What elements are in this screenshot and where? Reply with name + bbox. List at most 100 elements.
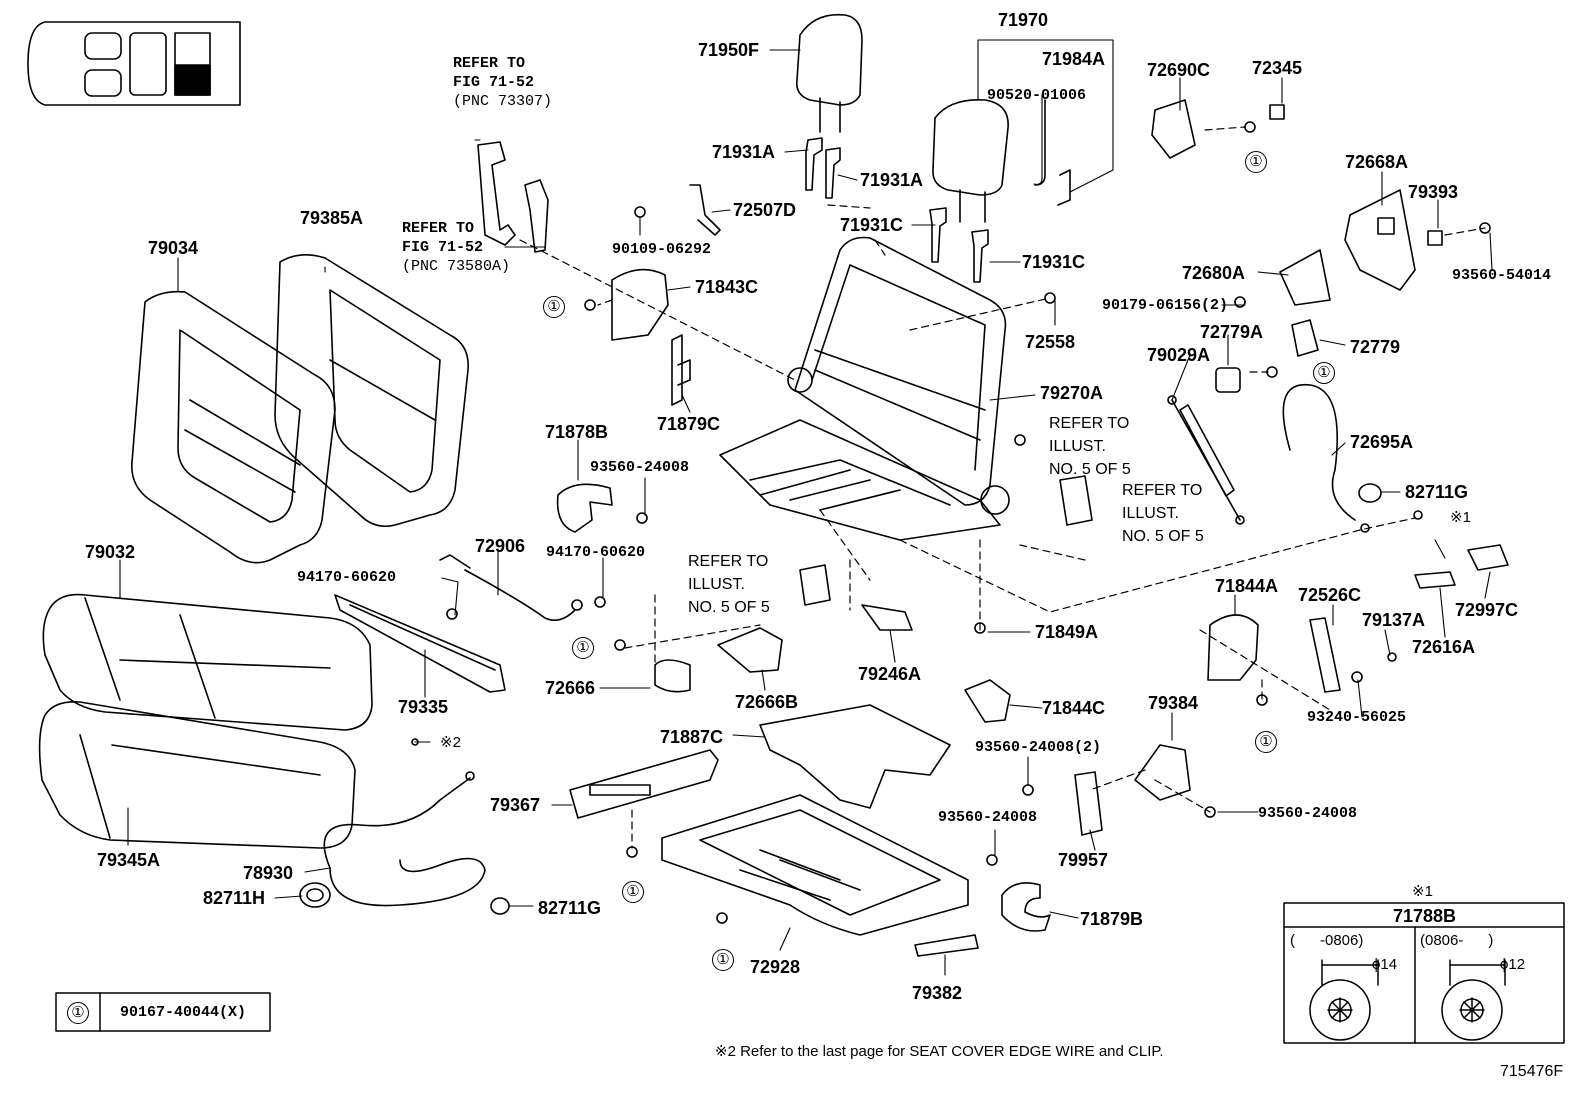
gas-spring-79029A xyxy=(1167,395,1245,525)
assembly-dash-lines xyxy=(519,126,1486,849)
refer-line-2: ILLUST. xyxy=(688,576,745,593)
label-71931C-left: 71931C xyxy=(840,215,904,235)
refer-line-3: (PNC 73580A) xyxy=(402,258,511,275)
label-72507D: 72507D xyxy=(733,200,797,220)
circle-one-marker: ① xyxy=(1245,150,1267,173)
bracket-72666B xyxy=(717,627,783,673)
label-93560-24008-right: 93560-24008 xyxy=(1258,805,1358,822)
refer-illust-5-of-5-left: REFER TO ILLUST. NO. 5 OF 5 xyxy=(688,550,770,619)
seat-back-pad xyxy=(274,254,469,528)
label-72906: 72906 xyxy=(475,536,526,556)
label-71931C-right: 71931C xyxy=(1022,252,1086,272)
seat-frame-assembly xyxy=(719,236,1010,541)
label-82711G-upper: 82711G xyxy=(1405,482,1469,502)
label-72666B: 72666B xyxy=(735,692,799,712)
seat-plate xyxy=(759,704,951,809)
circle-one-marker: ① xyxy=(1255,730,1277,753)
grommet-82711H xyxy=(299,882,331,908)
bracket-79384 xyxy=(1134,744,1191,801)
label-79246A: 79246A xyxy=(858,664,922,684)
label-79034: 79034 xyxy=(148,238,199,258)
label-71878B: 71878B xyxy=(545,422,609,442)
label-93560-24008-2: 93560-24008(2) xyxy=(975,739,1102,756)
detail-box-right-diameter: ϕ12 xyxy=(1500,956,1526,973)
refer-fig-71-52-pnc-73307: REFER TO FIG 71-52 (PNC 73307) xyxy=(453,54,552,111)
cable-78930 xyxy=(323,771,486,907)
label-79367: 79367 xyxy=(490,795,541,815)
bracket-72666 xyxy=(654,659,691,693)
label-72526C: 72526C xyxy=(1298,585,1362,605)
refer-line-1: REFER TO xyxy=(688,553,769,570)
note-marker-1: ※1 xyxy=(1450,509,1471,526)
rail-79335 xyxy=(334,594,506,693)
seat-location-icon xyxy=(27,21,241,106)
label-72345: 72345 xyxy=(1252,58,1303,78)
label-79957: 79957 xyxy=(1058,850,1109,870)
cover-71844A xyxy=(1207,614,1259,681)
label-72668A: 72668A xyxy=(1345,152,1409,172)
cover-79957 xyxy=(1074,771,1103,836)
circle-one-marker: ① xyxy=(543,295,565,318)
grommet-82711G-lower xyxy=(490,897,510,915)
label-79137A: 79137A xyxy=(1362,610,1426,630)
label-71950F: 71950F xyxy=(698,40,760,60)
label-71931A-left: 71931A xyxy=(712,142,776,162)
label-71879B: 71879B xyxy=(1080,909,1144,929)
label-79032: 79032 xyxy=(85,542,136,562)
detail-box-left-range: ( -0806) xyxy=(1290,932,1364,949)
label-79382: 79382 xyxy=(912,983,963,1003)
label-82711G-lower: 82711G xyxy=(538,898,602,918)
refer-line-1: REFER TO xyxy=(402,220,475,237)
label-72558: 72558 xyxy=(1025,332,1076,352)
refer-line-3: NO. 5 OF 5 xyxy=(1122,528,1204,545)
label-79385A: 79385A xyxy=(300,208,364,228)
label-71844C: 71844C xyxy=(1042,698,1106,718)
detail-box-frame xyxy=(1283,902,1565,1044)
detail-box-left-diameter: ϕ14 xyxy=(1372,956,1398,973)
refer-line-1: REFER TO xyxy=(1122,482,1203,499)
refer-line-3: NO. 5 OF 5 xyxy=(688,599,770,616)
circle-one-marker: ① xyxy=(622,880,644,903)
label-79270A: 79270A xyxy=(1040,383,1104,403)
label-93560-24008-upper: 93560-24008 xyxy=(590,459,690,476)
detail-box-right-range: (0806- ) xyxy=(1420,932,1494,949)
label-94170-60620-right: 94170-60620 xyxy=(546,544,646,561)
label-79029A: 79029A xyxy=(1147,345,1211,365)
seat-cushion-pad xyxy=(38,700,356,849)
cover-71844C xyxy=(964,679,1011,723)
button-72779 xyxy=(1291,319,1319,357)
refer-illust-5-of-5-mid: REFER TO ILLUST. NO. 5 OF 5 xyxy=(1049,412,1131,481)
rail-79382 xyxy=(914,934,979,957)
label-71970: 71970 xyxy=(998,10,1049,30)
circle-one-marker: ① xyxy=(712,948,734,971)
refer-line-1: REFER TO xyxy=(453,55,526,72)
button-72779A xyxy=(1215,367,1241,393)
footnote: ※2 Refer to the last page for SEAT COVER… xyxy=(715,1043,1164,1060)
label-71844A: 71844A xyxy=(1215,576,1279,596)
headrest-71950F xyxy=(795,13,863,133)
refer-line-2: FIG 71-52 xyxy=(453,74,535,91)
cover-71843C xyxy=(611,268,669,341)
shield-71879B xyxy=(1001,882,1051,932)
clip-72345 xyxy=(1269,104,1285,120)
label-78930: 78930 xyxy=(243,863,294,883)
legend-table xyxy=(55,992,271,1032)
refer-line-1: REFER TO xyxy=(1049,415,1130,432)
cable-72695A xyxy=(1282,383,1356,521)
headrest-71970 xyxy=(932,99,1009,223)
label-72616A: 72616A xyxy=(1412,637,1476,657)
refer-line-2: ILLUST. xyxy=(1122,505,1179,522)
legend-symbol: ① xyxy=(67,1001,89,1024)
label-82711H: 82711H xyxy=(203,888,266,908)
circle-one-marker: ① xyxy=(572,636,594,659)
label-72695A: 72695A xyxy=(1350,432,1414,452)
label-93560-54014: 93560-54014 xyxy=(1452,267,1552,284)
label-72779A: 72779A xyxy=(1200,322,1264,342)
label-90520-01006: 90520-01006 xyxy=(987,87,1087,104)
detail-box-header: ※1 xyxy=(1412,883,1433,900)
small-parts xyxy=(689,184,1509,693)
legend-part-number: 90167-40044(X) xyxy=(120,1004,247,1021)
trim-72690C xyxy=(1151,99,1196,159)
label-71879C: 71879C xyxy=(657,414,721,434)
